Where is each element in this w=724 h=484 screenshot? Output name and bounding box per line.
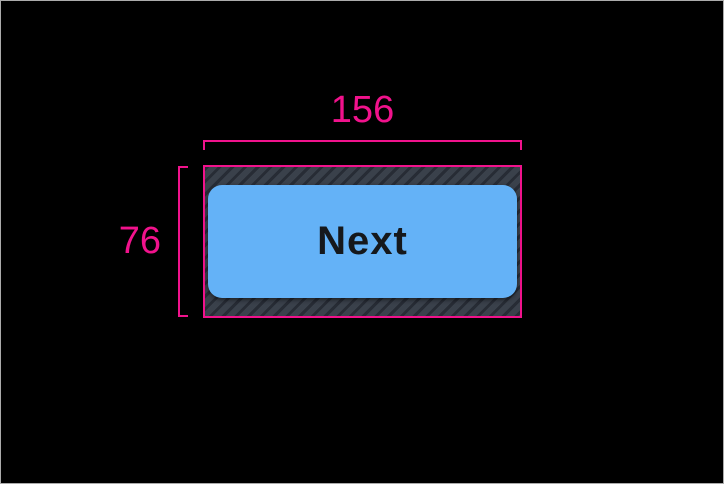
width-dimension-label: 156 [330, 89, 395, 131]
next-button-label: Next [317, 219, 408, 263]
height-dimension-label: 76 [118, 220, 161, 262]
padding-highlight-overlay: Next [203, 165, 522, 318]
width-dimension-bracket [203, 140, 522, 150]
next-button[interactable]: Next [208, 185, 517, 298]
height-dimension-bracket [178, 166, 188, 317]
